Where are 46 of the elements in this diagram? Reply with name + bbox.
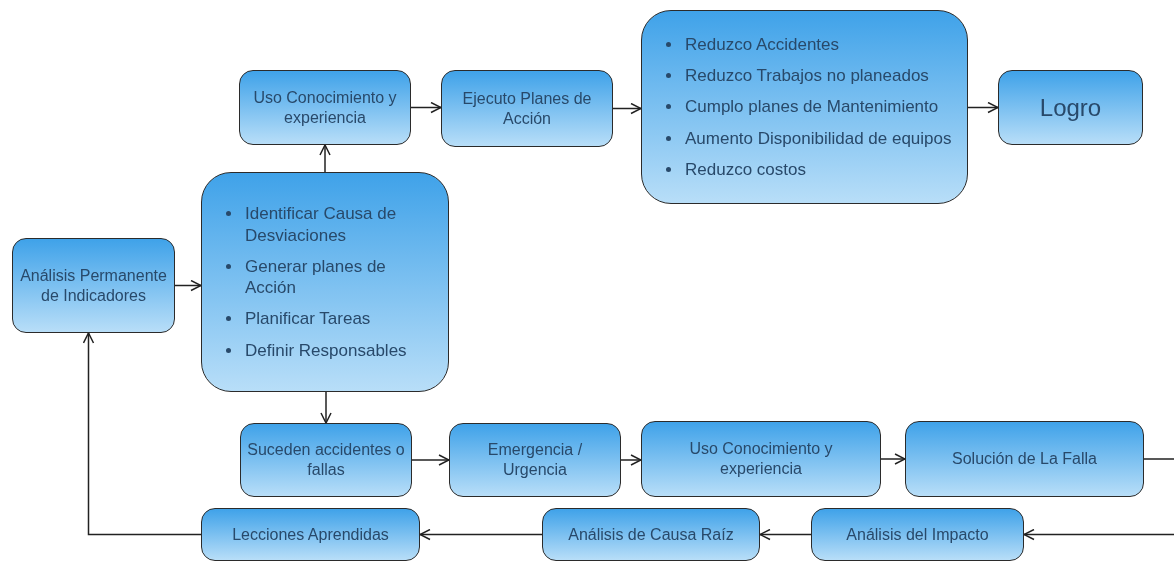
bullet-item: Generar planes de Acción xyxy=(245,255,387,299)
arrow xyxy=(612,102,642,115)
bullet-list-box xyxy=(201,172,449,392)
arrow xyxy=(411,454,450,466)
bullet-item: Identificar Causa de Desviaciones xyxy=(245,203,398,246)
box-label: Uso Conocimiento y experiencia xyxy=(688,439,834,479)
box-label: Lecciones Aprendidas xyxy=(232,524,389,545)
bullet-item: Cumplo planes de Mantenimiento xyxy=(685,96,939,118)
arrow xyxy=(620,454,642,466)
arrow xyxy=(410,101,442,114)
process-box xyxy=(449,423,621,497)
process-box xyxy=(542,508,760,561)
process-box xyxy=(441,70,613,147)
box-label: Análisis de Causa Raíz xyxy=(568,524,734,545)
process-box xyxy=(998,70,1143,145)
box-label: Suceden accidentes o fallas xyxy=(247,440,405,480)
box-label: Ejecuto Planes de Acción xyxy=(461,88,593,129)
bullet-item: Aumento Disponibilidad de equipos xyxy=(685,127,952,149)
process-box xyxy=(240,423,412,497)
process-box xyxy=(12,238,175,333)
arrow xyxy=(1023,458,1174,541)
arrow xyxy=(82,332,202,536)
bullet-item: Definir Responsables xyxy=(245,339,407,361)
bullet-list-box xyxy=(641,10,968,204)
box-label: Análisis del Impacto xyxy=(846,524,989,545)
arrow xyxy=(967,101,999,114)
arrow xyxy=(880,453,906,465)
bullet-item: Reduzco costos xyxy=(685,158,806,181)
bullet-item: Planificar Tareas xyxy=(245,308,371,330)
process-box xyxy=(905,421,1144,497)
bullet-item: Reduzco Trabajos no planeados xyxy=(685,65,929,87)
arrow xyxy=(320,391,332,424)
arrow xyxy=(419,528,543,541)
process-box xyxy=(239,70,411,145)
box-label: Uso Conocimiento y experiencia xyxy=(252,87,398,128)
box-label: Emergencia / Urgencia xyxy=(486,440,584,480)
process-box xyxy=(641,421,881,497)
arrow xyxy=(319,144,331,173)
process-box xyxy=(811,508,1024,561)
process-box xyxy=(201,508,420,561)
box-label: Solución de La Falla xyxy=(952,449,1097,469)
box-label: Análisis Permanente de Indicadores xyxy=(19,265,168,306)
arrow xyxy=(174,279,202,292)
box-label: Logro xyxy=(1039,92,1102,123)
bullet-item: Reduzco Accidentes xyxy=(685,33,840,56)
arrow xyxy=(759,528,812,541)
